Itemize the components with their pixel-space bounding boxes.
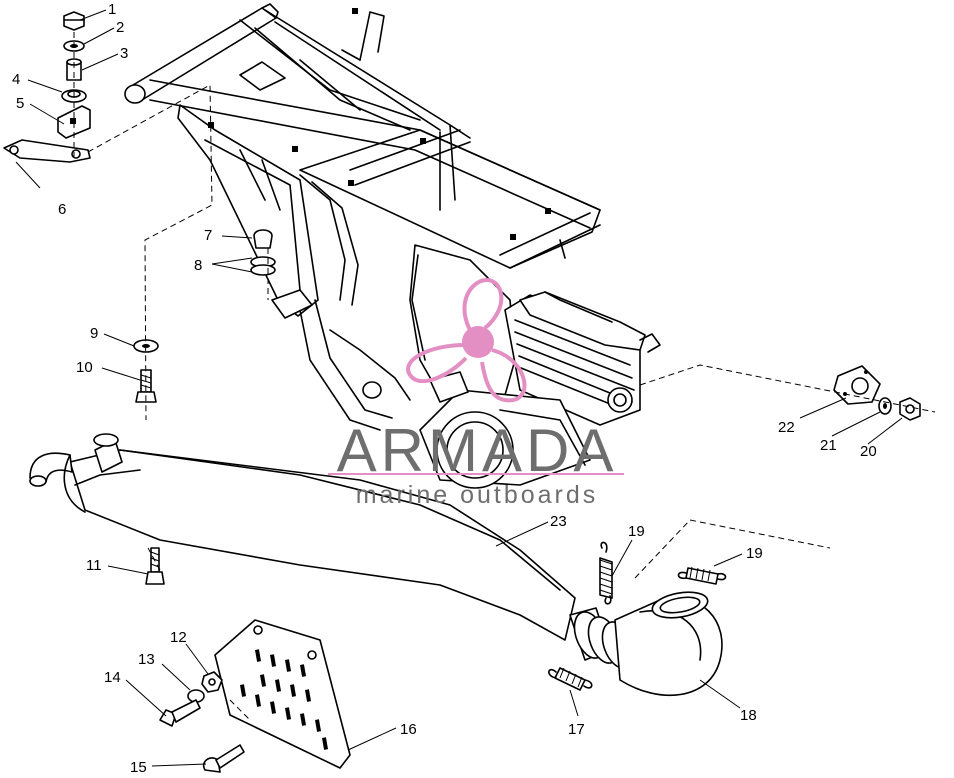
muffler-and-exhaust-pipe: [29, 433, 723, 697]
callout-21: 21: [820, 437, 837, 454]
watermark-tagline: marine outboards: [356, 481, 599, 509]
watermark-brand: ARMADA: [337, 417, 618, 484]
callout-16: 16: [400, 721, 417, 738]
callout-20: 20: [860, 443, 877, 460]
callout-11: 11: [86, 557, 102, 574]
callout-17: 17: [568, 721, 585, 738]
callout-18: 18: [740, 707, 757, 724]
callout-5: 5: [16, 95, 24, 112]
heat-shield: [214, 619, 351, 769]
callout-14: 14: [104, 669, 121, 686]
callout-13: 13: [138, 651, 155, 668]
callout-19b: 19: [746, 545, 763, 562]
callout-7: 7: [204, 227, 212, 244]
callout-23: 23: [550, 513, 567, 530]
callout-10: 10: [76, 359, 93, 376]
callout-1: 1: [108, 1, 116, 18]
vehicle-frame: [124, 3, 601, 431]
engine: [329, 244, 661, 489]
callout-3: 3: [120, 45, 128, 62]
callout-15: 15: [130, 759, 147, 776]
callout-4: 4: [12, 71, 20, 88]
springs: [548, 541, 727, 691]
callout-2: 2: [116, 19, 124, 36]
callout-6: 6: [58, 201, 66, 218]
callout-8: 8: [194, 257, 202, 274]
assembly-lines: [73, 32, 936, 721]
propeller-logo: [406, 278, 527, 403]
callout-22: 22: [778, 419, 795, 436]
callout-19a: 19: [628, 523, 645, 540]
callout-9: 9: [90, 325, 98, 342]
armada-watermark: ARMADA marine outboards: [328, 278, 624, 509]
callout-12: 12: [170, 629, 187, 646]
callout-numbers: 1 2 3 4 5 6 7 8 9 10 11 12 13 14 15 16 1…: [12, 1, 877, 776]
leader-lines: [15, 9, 903, 767]
